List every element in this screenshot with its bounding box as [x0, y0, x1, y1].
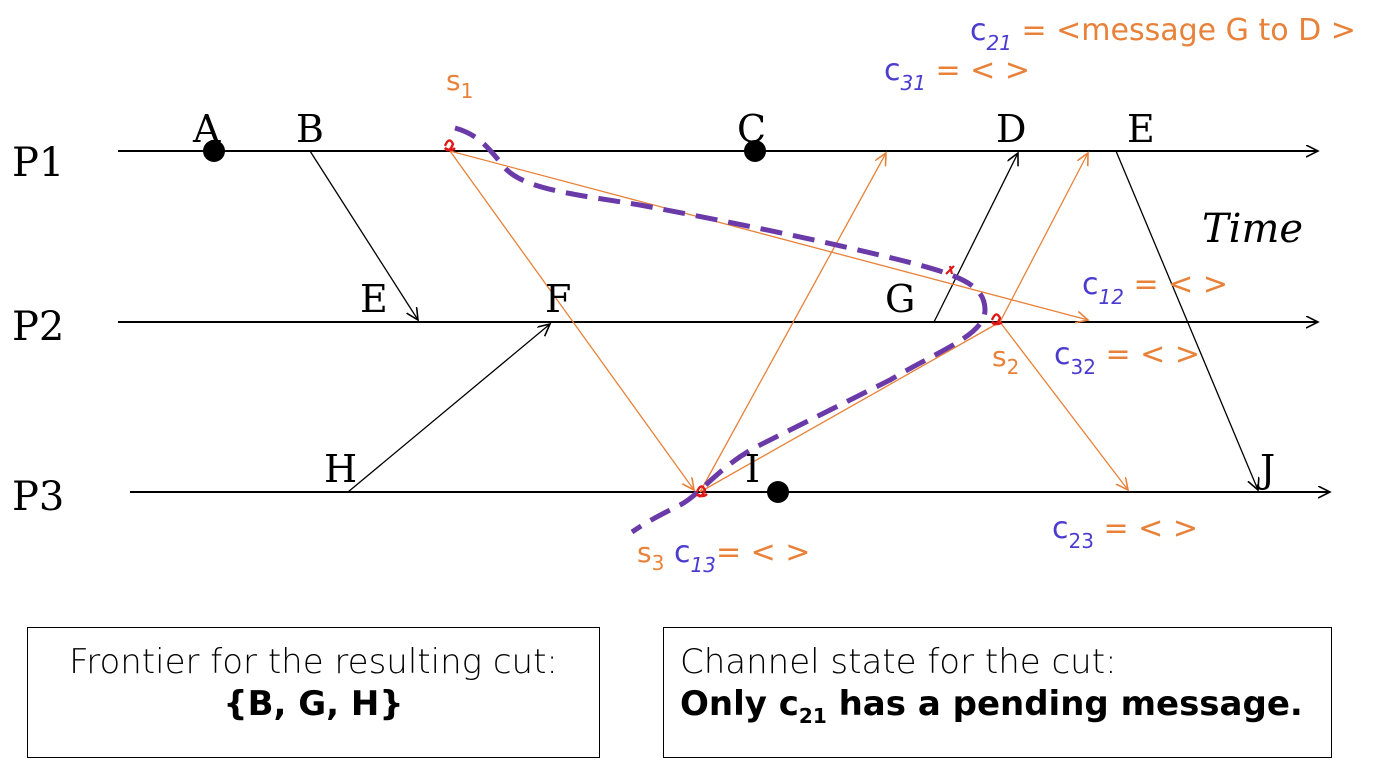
channel-state-title: Channel state for the cut:	[680, 642, 1117, 682]
p2-label: P2	[12, 304, 64, 350]
frontier-box-value: {B, G, H}	[223, 684, 404, 724]
frontier-box-title: Frontier for the resulting cut:	[69, 642, 558, 682]
marker-p2-to-p3	[999, 321, 1128, 490]
event-label-g: G	[885, 277, 915, 321]
snapshot-label-s3: s3	[637, 536, 664, 575]
marker-p1-to-p3	[449, 150, 694, 490]
event-label-a: A	[192, 107, 221, 151]
message-h-to-f	[347, 324, 550, 493]
marker-p1-to-p2	[449, 150, 1088, 320]
message-g-to-d	[933, 153, 1018, 323]
channel-state-value: Only c21 has a pending message.	[680, 684, 1303, 728]
frontier-box: Frontier for the resulting cut: {B, G, H…	[27, 627, 600, 758]
event-label-j: J	[1256, 447, 1275, 491]
event-dot-c	[744, 140, 766, 162]
message-b-to-e	[309, 150, 418, 320]
event-label-e-p1: E	[1127, 107, 1155, 151]
marker-p3-to-p2	[699, 321, 1001, 493]
channel-label-c13: c13= < >	[674, 535, 810, 577]
snapshot-marker-s1	[443, 139, 456, 152]
snapshot-label-s1: s1	[446, 64, 473, 103]
event-label-f: F	[545, 277, 571, 321]
channel-label-c21: c21 = <message G to D >	[970, 13, 1356, 55]
p3-label: P3	[12, 474, 64, 520]
event-label-c: C	[737, 107, 766, 151]
p1-label: P1	[12, 140, 64, 186]
snapshot-marker-s3	[695, 485, 708, 498]
message-e-to-j	[1115, 150, 1258, 490]
marker-p2-to-p1	[999, 153, 1088, 323]
marker-p3-to-p1	[699, 153, 886, 493]
snapshot-marker-s2	[990, 313, 1003, 326]
snapshot-marker-g	[945, 265, 955, 275]
event-label-h: H	[324, 447, 357, 491]
event-dot-i	[767, 481, 789, 503]
channel-label-c12: c12 = < >	[1082, 267, 1228, 309]
snapshot-label-s2: s2	[992, 340, 1019, 379]
consistent-cut-line	[454, 125, 988, 535]
channel-label-c31: c31 = < >	[884, 53, 1030, 95]
channel-label-c32: c32 = < >	[1054, 337, 1200, 379]
event-label-i: I	[745, 447, 760, 491]
channel-state-box: Channel state for the cut: Only c21 has …	[663, 627, 1332, 758]
time-label: Time	[1202, 206, 1303, 252]
event-label-b: B	[296, 107, 324, 151]
event-label-d: D	[996, 107, 1026, 151]
channel-label-c23: c23 = < >	[1052, 511, 1198, 553]
event-dot-a	[203, 140, 225, 162]
event-label-e-p2: E	[360, 277, 388, 321]
